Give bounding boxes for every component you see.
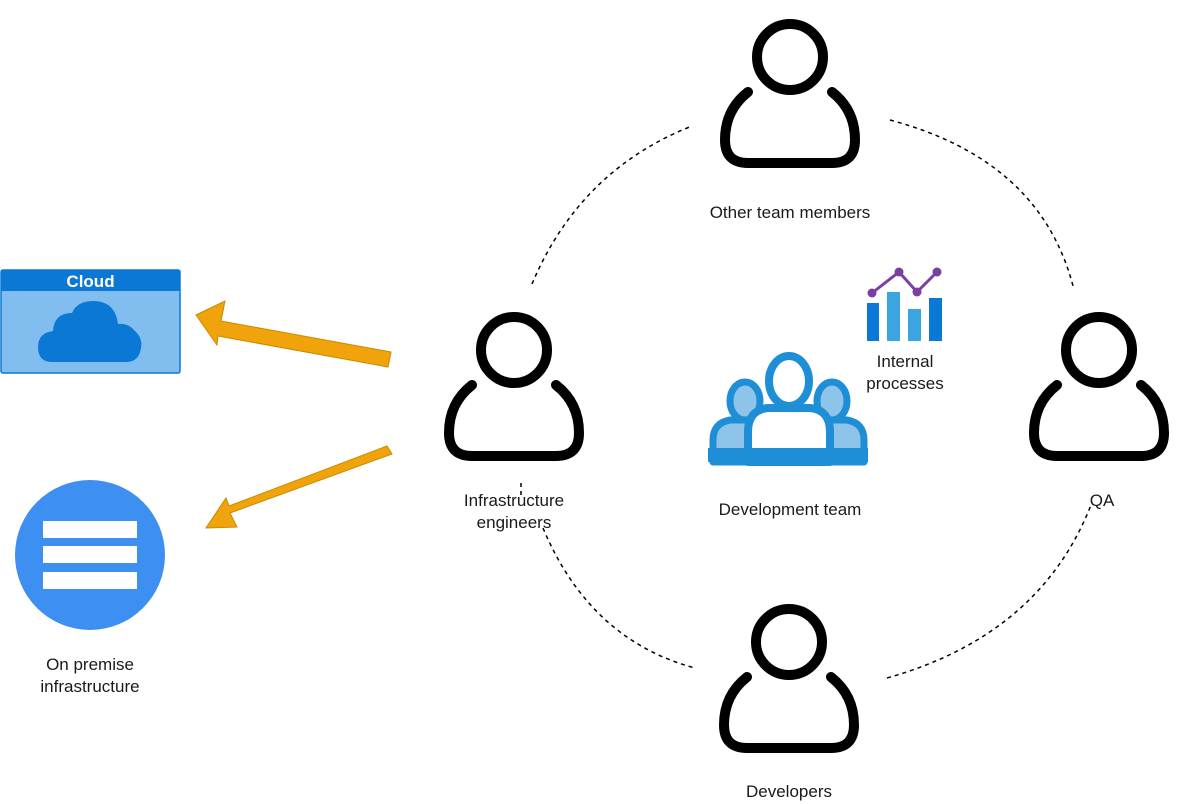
group-icon [708, 352, 868, 466]
ring-arc-bottom-right [886, 504, 1092, 679]
arrow-to-on-premise [205, 445, 393, 529]
label-text-line2: infrastructure [40, 677, 140, 696]
person-outline-icon [1029, 312, 1169, 461]
label-text-line1: Internal [876, 352, 934, 371]
label-text-line1: On premise [46, 655, 134, 674]
ring-arc-top-left [531, 125, 693, 285]
label-infrastructure-engineers: Infrastructure engineers [434, 490, 594, 534]
ring-arc-top-right [889, 119, 1074, 287]
person-outline-icon [720, 19, 860, 168]
label-on-premise-infrastructure: On premise infrastructure [10, 654, 170, 698]
label-text: QA [1089, 491, 1115, 510]
arrow-to-cloud [195, 300, 392, 368]
ring-arc-bottom-left [542, 527, 696, 669]
label-developers: Developers [714, 781, 864, 803]
cloud-icon [38, 301, 142, 362]
bar-line-chart-icon [867, 267, 942, 341]
person-outline-icon [444, 312, 584, 461]
label-qa: QA [1062, 490, 1142, 512]
cloud-box: Cloud [0, 269, 181, 374]
cloud-title: Cloud [66, 272, 114, 291]
label-internal-processes: Internal processes [845, 351, 965, 395]
label-text-line2: processes [866, 374, 944, 393]
label-development-team: Development team [690, 499, 890, 521]
label-text-line2: engineers [476, 513, 552, 532]
arrows [195, 300, 393, 529]
label-text-line1: Infrastructure [463, 491, 565, 510]
label-text: Other team members [709, 203, 871, 222]
person-outline-icon [719, 604, 859, 753]
dashed-ring [520, 119, 1092, 679]
label-text: Developers [746, 782, 832, 801]
server-stack-icon [15, 480, 165, 630]
label-text: Development team [718, 500, 862, 519]
label-other-team-members: Other team members [690, 202, 890, 224]
